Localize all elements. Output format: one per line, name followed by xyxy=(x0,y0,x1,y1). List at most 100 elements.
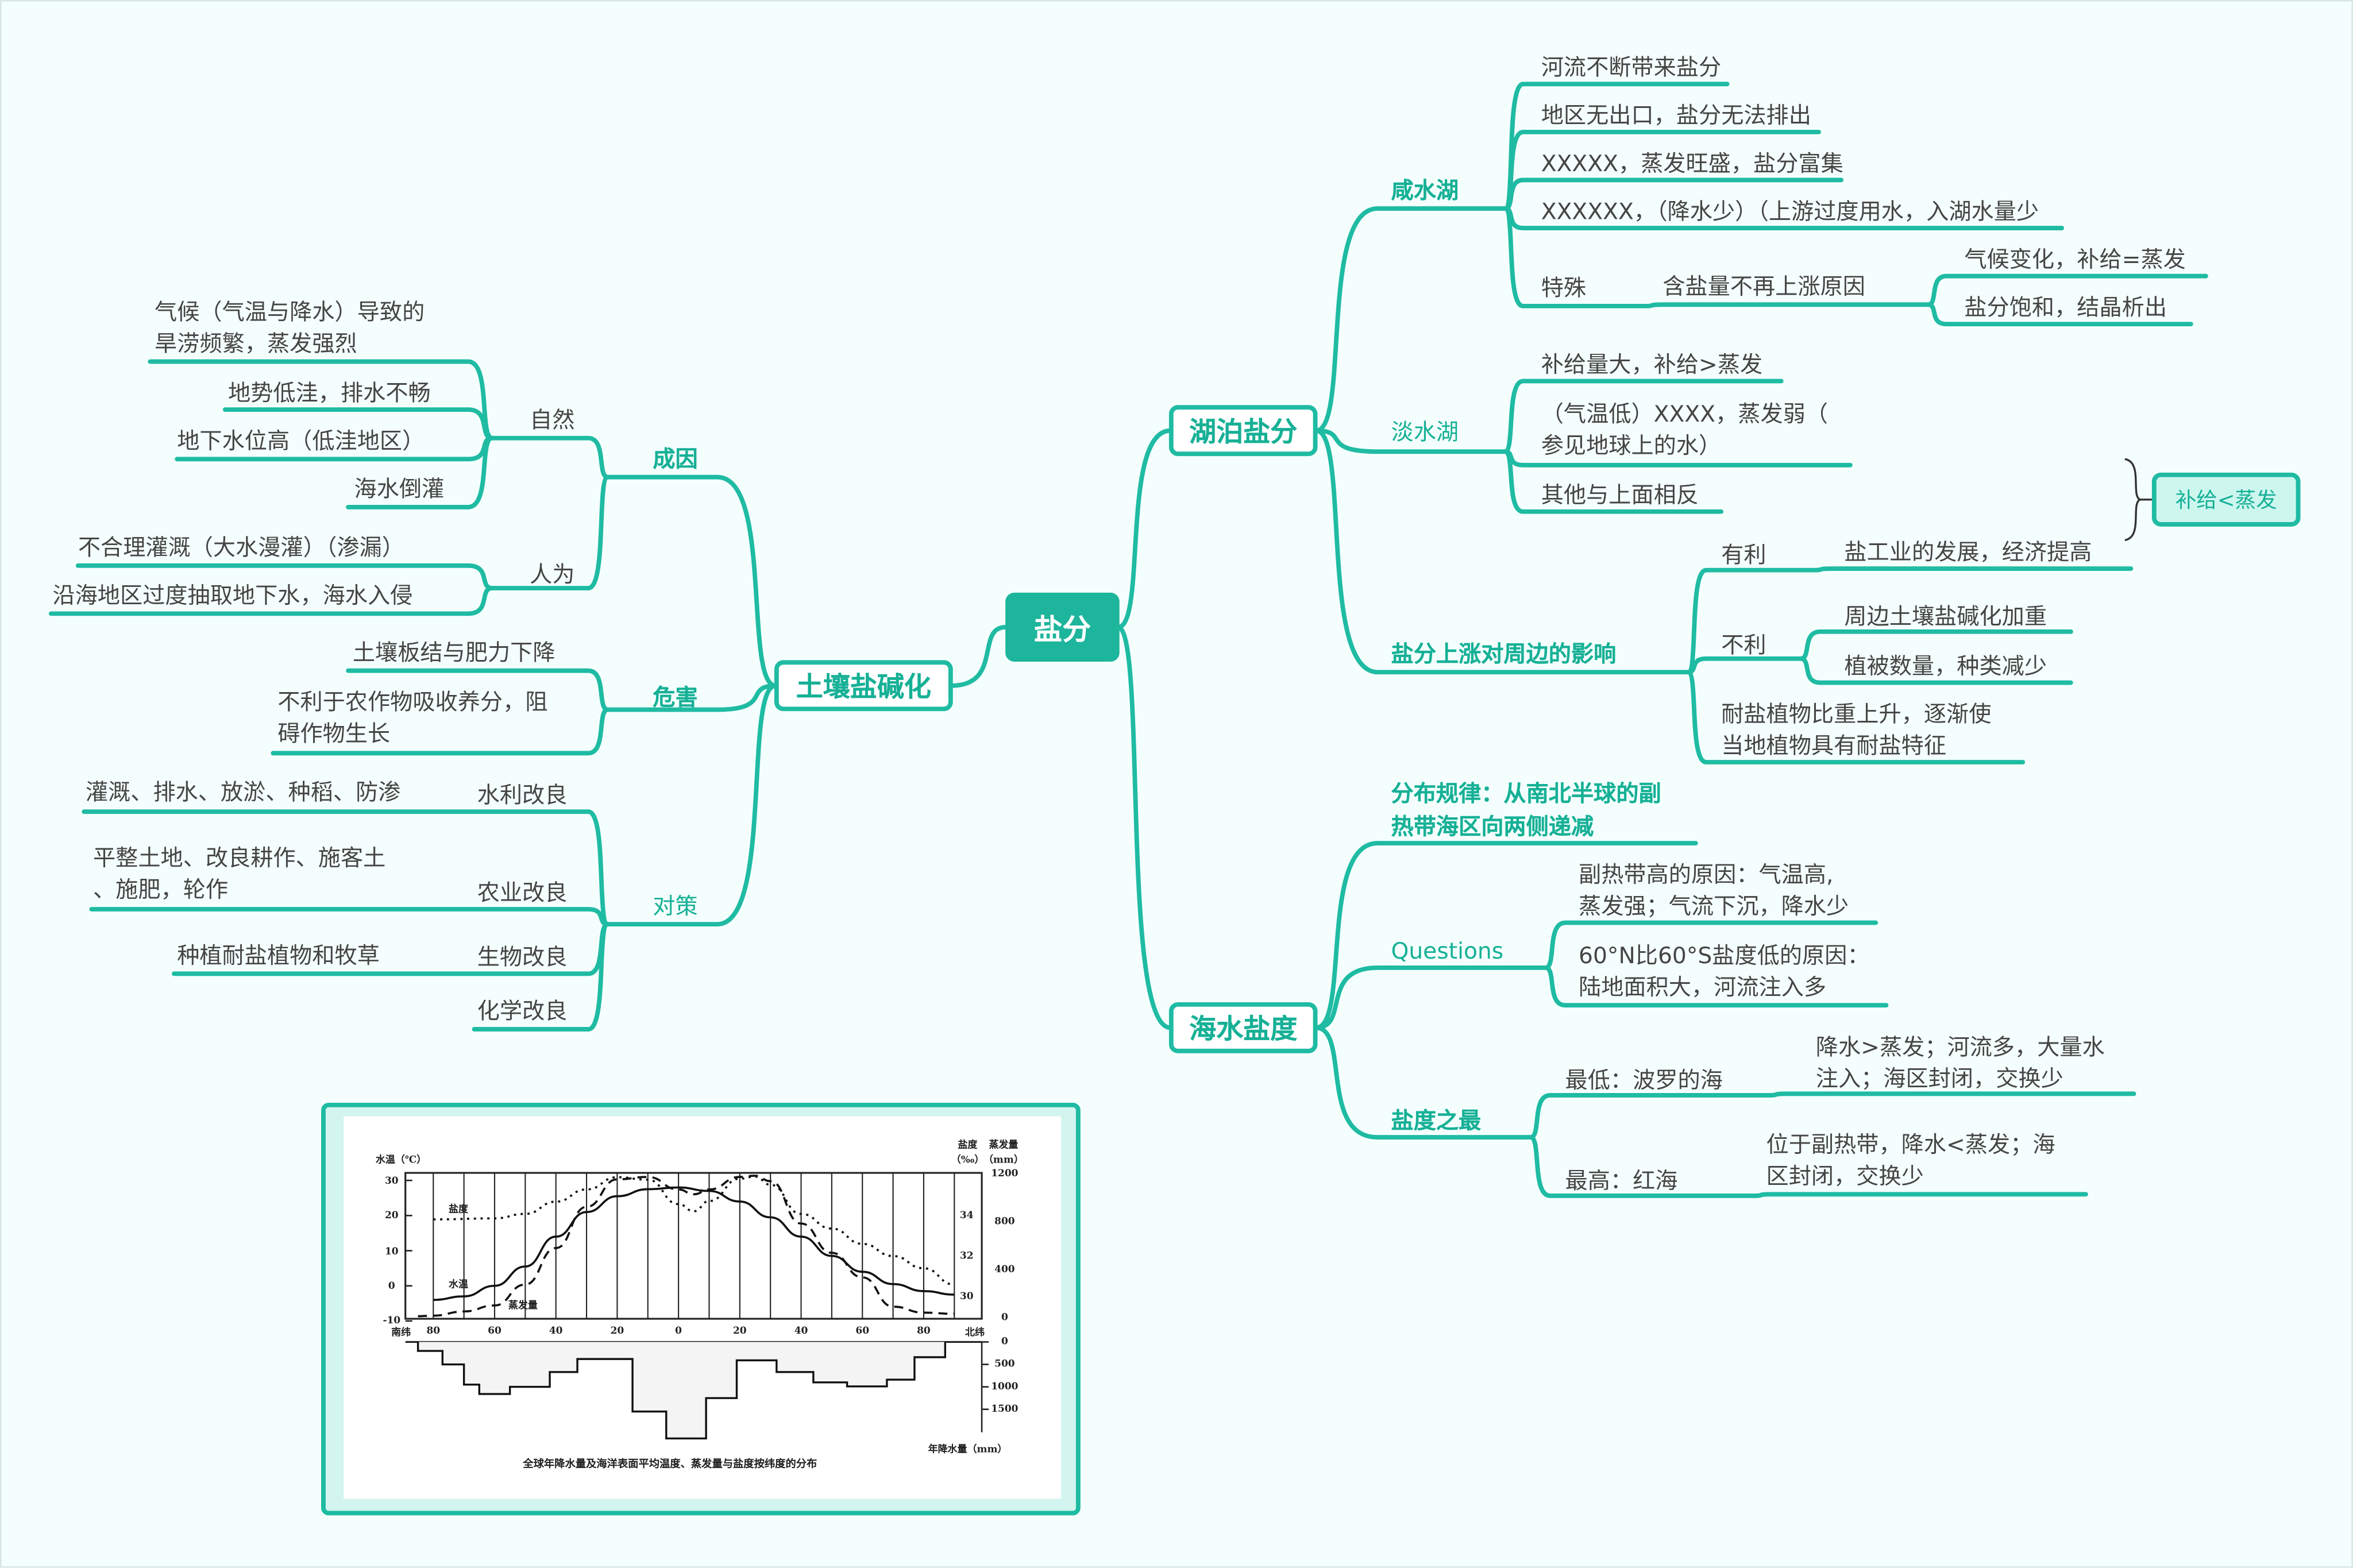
x-tick-label: 80 xyxy=(426,1324,441,1337)
node-bio-improve[interactable]: 生物改良 xyxy=(477,944,568,971)
node-text[interactable]: 地势低洼，排水不畅 xyxy=(228,379,431,407)
node-text[interactable]: 海水倒灌 xyxy=(354,476,445,503)
node-text[interactable]: 其他与上面相反 xyxy=(1541,481,1699,509)
precip-axis-label: 年降水量（mm） xyxy=(928,1442,1008,1455)
node-natural[interactable]: 自然 xyxy=(530,406,575,434)
evap-tick-label: 1200 xyxy=(991,1167,1019,1180)
node-text[interactable]: 周边土壤盐碱化加重 xyxy=(1844,603,2047,631)
salinity-axis-label: 盐度 xyxy=(958,1138,978,1151)
chart-image-panel[interactable]: 水温（℃） 盐度 （‰） 蒸发量 （mm） 南纬 北纬 年降水量（mm） 全球年… xyxy=(321,1102,1081,1516)
evap-tick-label: 400 xyxy=(994,1262,1015,1275)
node-text[interactable]: 植被数量，种类减少 xyxy=(1844,652,2047,680)
x-tick-label: 20 xyxy=(732,1324,747,1337)
precip-tick-label: 0 xyxy=(1001,1335,1008,1348)
node-text[interactable]: 不合理灌溉（大水漫灌）（渗漏） xyxy=(78,534,405,561)
temp-tick-label: 10 xyxy=(384,1245,399,1257)
connector-line xyxy=(949,624,1008,688)
connector-line xyxy=(1768,1091,2136,1098)
root-node[interactable]: 盐分 xyxy=(1005,592,1120,662)
evap-axis-unit: （mm） xyxy=(983,1153,1024,1166)
node-cause[interactable]: 成因 xyxy=(653,445,698,473)
connector-line xyxy=(605,683,778,712)
node-harm[interactable]: 危害 xyxy=(653,684,698,712)
x-tick-label: 20 xyxy=(610,1324,624,1337)
node-text[interactable]: 副热带高的原因：气温高, xyxy=(1579,861,1834,889)
node-text[interactable]: 盐工业的发展，经济提高 xyxy=(1844,538,2092,566)
connector-line xyxy=(1528,1092,1773,1140)
node-text[interactable]: 土壤板结与肥力下降 xyxy=(352,639,556,666)
connector-line xyxy=(605,474,778,688)
node-agri-improve[interactable]: 农业改良 xyxy=(477,879,568,906)
x-label-north: 北纬 xyxy=(965,1326,985,1338)
connector-line xyxy=(1543,920,1878,970)
node-text[interactable]: 旱涝频繁，蒸发强烈 xyxy=(155,330,357,357)
series-label-temperature: 水温 xyxy=(448,1278,468,1291)
node-text[interactable]: 当地植物具有耐盐特征 xyxy=(1721,732,1947,759)
node-human[interactable]: 人为 xyxy=(530,561,575,588)
connector-line xyxy=(1313,841,1698,1030)
node-text[interactable]: 气候变化，补给=蒸发 xyxy=(1964,246,2186,273)
node-extremes[interactable]: 盐度之最 xyxy=(1391,1107,1482,1134)
node-special[interactable]: 特殊 xyxy=(1541,275,1587,302)
connector-line xyxy=(1313,428,1507,454)
connector-line xyxy=(1313,1025,1533,1140)
node-text[interactable]: 河流不断带来盐分 xyxy=(1541,54,1722,82)
connector-line xyxy=(1503,206,1649,308)
node-text[interactable]: 60°N比60°S盐度低的原因： xyxy=(1579,942,1870,970)
temp-tick-label: 20 xyxy=(384,1209,399,1222)
node-text[interactable]: 补给量大，补给>蒸发 xyxy=(1541,351,1763,379)
node-text[interactable]: 灌溉、排水、放淤、种稻、防渗 xyxy=(85,778,401,806)
node-text[interactable]: 地区无出口，盐分无法排出 xyxy=(1541,102,1811,129)
node-fresh-lake[interactable]: 淡水湖 xyxy=(1391,418,1459,446)
node-distribution-rule[interactable]: 分布规律：从南北半球的副 xyxy=(1391,780,1661,808)
node-text[interactable]: 碍作物生长 xyxy=(277,720,391,747)
node-text[interactable]: 沿海地区过度抽取地下水，海水入侵 xyxy=(52,582,413,609)
node-impact[interactable]: 盐分上涨对周边的影响 xyxy=(1391,640,1617,668)
node-soil-salinization[interactable]: 土壤盐碱化 xyxy=(774,660,953,712)
node-lake-salinity[interactable]: 湖泊盐分 xyxy=(1168,405,1318,457)
node-text[interactable]: 平整土地、改良耕作、施客土 xyxy=(92,844,386,872)
node-text[interactable]: 陆地面积大，河流注入多 xyxy=(1579,974,1827,1001)
node-text[interactable]: 地下水位高（低洼地区） xyxy=(177,427,425,455)
salinity-line xyxy=(433,1177,954,1285)
precip-tick-label: 1500 xyxy=(991,1403,1019,1416)
node-sea-salinity[interactable]: 海水盐度 xyxy=(1168,1002,1318,1053)
node-water-improve[interactable]: 水利改良 xyxy=(477,781,568,809)
node-highest[interactable]: 最高：红海 xyxy=(1565,1167,1678,1195)
node-measures[interactable]: 对策 xyxy=(653,893,698,920)
node-questions[interactable]: Questions xyxy=(1391,937,1504,965)
node-distribution-rule-cont[interactable]: 热带海区向两侧递减 xyxy=(1391,813,1594,840)
node-text[interactable]: 不利于农作物吸收养分，阻 xyxy=(277,688,548,716)
connector-line xyxy=(82,809,610,927)
precip-tick-label: 1000 xyxy=(991,1381,1019,1393)
node-text[interactable]: （气温低）XXXX，蒸发弱（ xyxy=(1541,400,1828,428)
precip-tick-label: 500 xyxy=(994,1358,1015,1370)
node-text[interactable]: 参见地球上的水） xyxy=(1541,432,1722,459)
node-text[interactable]: 气候（气温与降水）导致的 xyxy=(155,298,425,326)
node-text[interactable]: 蒸发强；气流下沉，降水少 xyxy=(1579,893,1849,920)
node-text[interactable]: 降水>蒸发；河流多，大量水 xyxy=(1815,1033,2105,1061)
salinity-tick-label: 34 xyxy=(959,1209,974,1222)
evap-tick-label: 800 xyxy=(994,1215,1015,1227)
node-text[interactable]: XXXXX，蒸发旺盛，盐分富集 xyxy=(1541,150,1843,177)
node-salt-lake[interactable]: 咸水湖 xyxy=(1391,177,1459,204)
node-text[interactable]: 种植耐盐植物和牧草 xyxy=(177,942,380,970)
node-text[interactable]: 区封闭，交换少 xyxy=(1766,1163,1924,1190)
x-tick-label: 40 xyxy=(549,1324,563,1337)
node-chem-improve[interactable]: 化学改良 xyxy=(477,998,568,1025)
node-bad[interactable]: 不利 xyxy=(1721,631,1766,659)
node-text[interactable]: XXXXXX，（降水少）（上游过度用水，入湖水量少 xyxy=(1541,198,2039,225)
node-text[interactable]: 注入；海区封闭，交换少 xyxy=(1815,1065,2063,1092)
floating-note[interactable]: 补给<蒸发 xyxy=(2151,472,2301,527)
node-text[interactable]: 、施肥，轮作 xyxy=(92,876,229,903)
salinity-tick-label: 32 xyxy=(959,1250,974,1262)
chart-plot xyxy=(344,1116,1061,1499)
connector-line xyxy=(489,474,610,590)
node-lowest[interactable]: 最低：波罗的海 xyxy=(1565,1067,1723,1094)
node-text[interactable]: 位于副热带，降水<蒸发；海 xyxy=(1766,1131,2055,1158)
node-text[interactable]: 耐盐植物比重上升，逐渐使 xyxy=(1721,700,1992,728)
node-text[interactable]: 盐分饱和，结晶析出 xyxy=(1964,293,2167,322)
node-special-reason[interactable]: 含盐量不再上涨原因 xyxy=(1662,273,1866,300)
latitude-distribution-chart: 水温（℃） 盐度 （‰） 蒸发量 （mm） 南纬 北纬 年降水量（mm） 全球年… xyxy=(344,1116,1061,1499)
node-good[interactable]: 有利 xyxy=(1721,542,1766,569)
